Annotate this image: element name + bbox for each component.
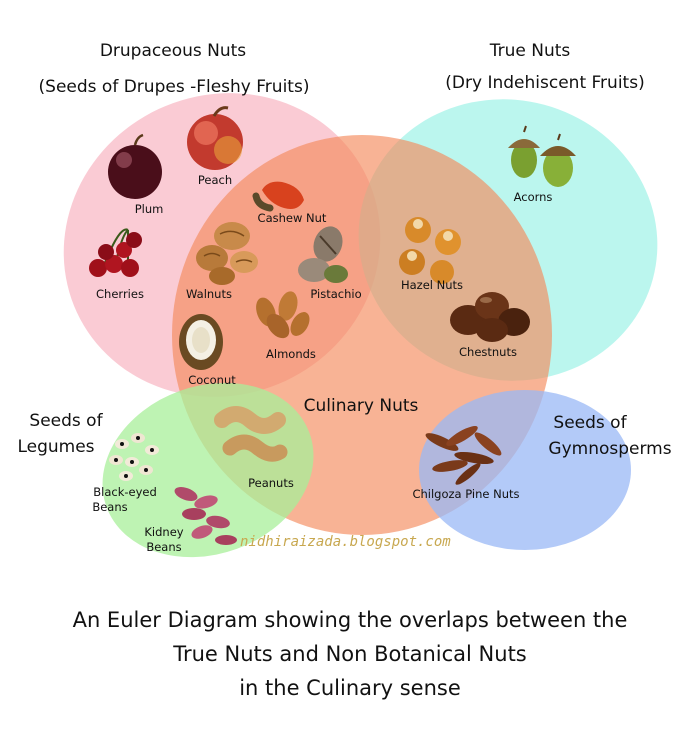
kidney-beans-label-line1: Kidney — [144, 525, 184, 539]
plum-image — [108, 133, 162, 199]
pistachio-label: Pistachio — [310, 287, 362, 301]
chestnuts-label: Chestnuts — [459, 345, 517, 359]
black-eyed-beans-label-line2: Beans — [92, 500, 128, 514]
watermark: nidhiraizada.blogspot.com — [240, 534, 451, 550]
hazel-nuts-image — [399, 217, 461, 284]
drupaceous-subtitle: (Seeds of Drupes -Fleshy Fruits) — [38, 77, 310, 97]
gymnosperms-label-line1: Seeds of — [553, 413, 627, 433]
cherries-image — [89, 228, 142, 277]
peanuts-label: Peanuts — [248, 476, 294, 490]
caption-line3: in the Culinary sense — [239, 676, 461, 700]
plum-label: Plum — [134, 202, 164, 216]
legumes-label-line1: Seeds of — [29, 411, 103, 431]
chestnuts-image — [450, 292, 530, 342]
peach-image — [187, 106, 243, 170]
true-nuts-title: True Nuts — [489, 41, 571, 61]
caption-line2: True Nuts and Non Botanical Nuts — [173, 642, 527, 666]
almonds-image — [256, 291, 310, 339]
peach-label: Peach — [197, 173, 233, 187]
cashew-image — [252, 181, 304, 212]
true-nuts-subtitle: (Dry Indehiscent Fruits) — [445, 73, 645, 93]
coconut-image — [179, 314, 223, 370]
legumes-label-line2: Legumes — [17, 437, 95, 457]
drupaceous-title: Drupaceous Nuts — [99, 41, 247, 61]
almonds-label: Almonds — [266, 347, 316, 361]
caption-line1: An Euler Diagram showing the overlaps be… — [72, 608, 628, 632]
culinary-nuts-label: Culinary Nuts — [303, 396, 419, 416]
kidney-beans-label-line2: Beans — [146, 540, 182, 554]
hazel-nuts-label: Hazel Nuts — [400, 278, 464, 292]
walnuts-image — [196, 222, 258, 285]
chilgoza-pine-nuts-image — [425, 426, 502, 485]
cherries-label: Cherries — [96, 287, 144, 301]
chilgoza-pine-nuts-label: Chilgoza Pine Nuts — [412, 487, 520, 501]
black-eyed-beans-image — [109, 433, 159, 481]
gymnosperms-label-line2: Gymnosperms — [548, 439, 672, 459]
cashew-nut-label: Cashew Nut — [257, 211, 327, 225]
coconut-label: Coconut — [188, 373, 236, 387]
acorns-image — [508, 125, 576, 187]
kidney-beans-image — [174, 487, 237, 545]
acorns-label: Acorns — [513, 190, 553, 204]
pistachio-image — [298, 226, 348, 283]
black-eyed-beans-label-line1: Black-eyed — [93, 485, 157, 499]
peanuts-image — [214, 406, 288, 462]
walnuts-label: Walnuts — [186, 287, 232, 301]
